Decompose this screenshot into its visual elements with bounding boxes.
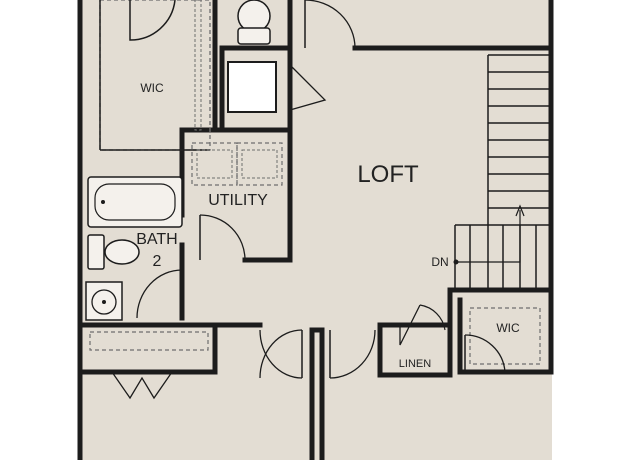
linen-label: LINEN [399, 358, 431, 370]
bath-number-label: 2 [153, 253, 162, 270]
bath-label: BATH [136, 231, 177, 248]
toilet-bath-icon [87, 234, 140, 270]
wic-right-label: WIC [496, 321, 520, 335]
door-swing-shower [289, 64, 327, 111]
sink-icon [85, 281, 123, 321]
stair-direction-arrow [453, 204, 525, 265]
closet-bifold-doors [89, 331, 209, 400]
exterior-left [0, 0, 78, 460]
walls [77, 0, 554, 460]
shower-fixture-icon [227, 61, 277, 113]
door-swing-bath [136, 269, 183, 319]
wic-left-room [99, 0, 211, 151]
stairs-down-label: DN [431, 255, 448, 269]
toilet-top-icon [237, 0, 271, 45]
utility-appliances [191, 142, 283, 186]
utility-label: UTILITY [208, 192, 268, 209]
wic-right-room [464, 307, 541, 373]
loft-label: LOFT [357, 161, 419, 188]
door-swing-utility [199, 214, 246, 261]
bathtub-icon [87, 176, 183, 228]
linen-closet [399, 304, 446, 346]
door-swing-bedrooms [259, 329, 376, 379]
door-swing-top [304, 0, 356, 49]
exterior-top-right [552, 0, 640, 460]
wic-left-label: WIC [140, 81, 164, 95]
